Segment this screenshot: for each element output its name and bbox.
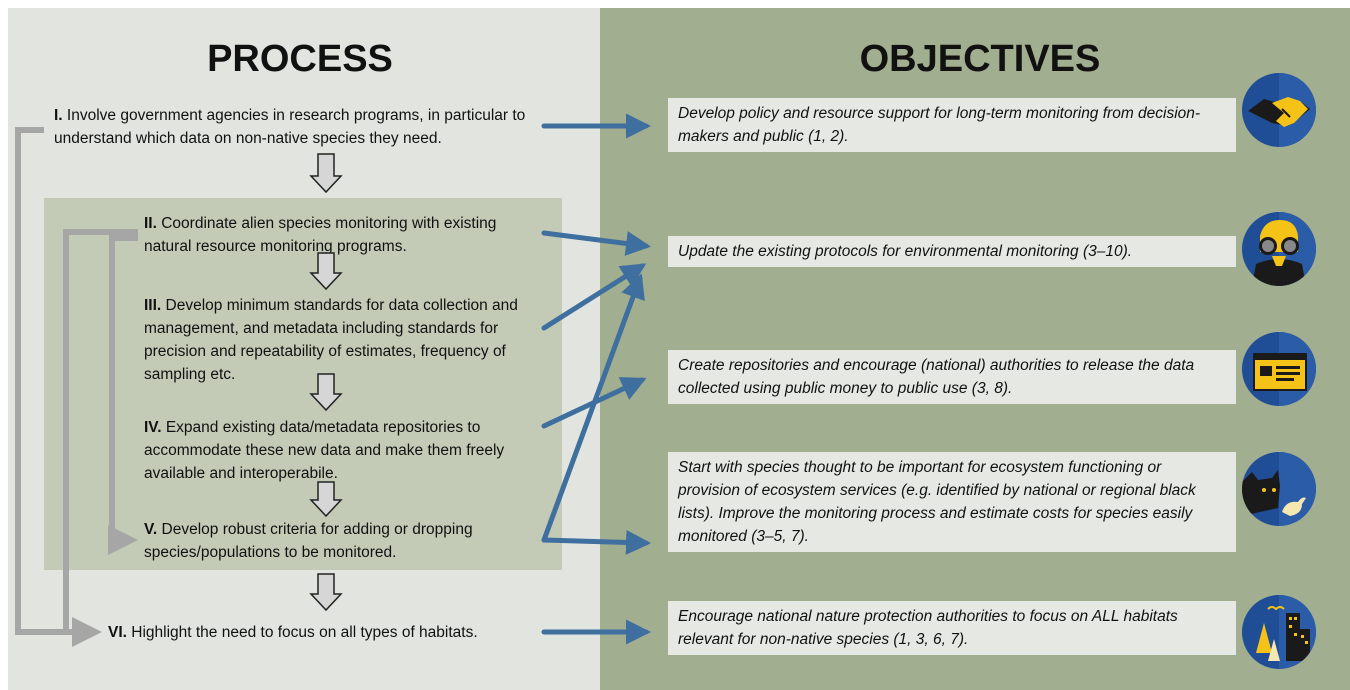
process-step-6: VI. Highlight the need to focus on all t… xyxy=(108,621,548,644)
step-text: Involve government agencies in research … xyxy=(54,107,526,147)
objective-2: Update the existing protocols for enviro… xyxy=(668,236,1236,267)
step-number: III. xyxy=(144,297,162,314)
process-step-5: V. Develop robust criteria for adding or… xyxy=(144,518,544,564)
trees-and-city-icon xyxy=(1242,595,1316,669)
objective-5: Encourage national nature protection aut… xyxy=(668,601,1236,655)
objective-arrow xyxy=(541,273,645,543)
process-step-1: I. Involve government agencies in resear… xyxy=(54,104,544,150)
step-text: Develop minimum standards for data colle… xyxy=(144,297,518,383)
process-step-4: IV. Expand existing data/metadata reposi… xyxy=(144,416,544,485)
objectives-title: OBJECTIVES xyxy=(859,38,1101,80)
step-text: Highlight the need to focus on all types… xyxy=(126,624,478,641)
process-step-2: II. Coordinate alien species monitoring … xyxy=(144,212,544,258)
feedback-connector xyxy=(63,229,138,632)
step-text: Coordinate alien species monitoring with… xyxy=(144,215,497,255)
handshake-icon xyxy=(1242,73,1316,147)
step-text: Develop robust criteria for adding or dr… xyxy=(144,521,473,561)
browser-window-icon xyxy=(1242,332,1316,406)
down-arrow xyxy=(309,481,343,518)
objective-1: Develop policy and resource support for … xyxy=(668,98,1236,152)
step-number: I. xyxy=(54,107,63,124)
researcher-binoculars-icon xyxy=(1242,212,1316,286)
down-arrow xyxy=(309,573,343,612)
step-number: VI. xyxy=(108,624,127,641)
feedback-connector xyxy=(108,235,138,555)
objective-arrow xyxy=(541,230,651,256)
down-arrow xyxy=(309,153,343,194)
cat-and-bird-icon xyxy=(1242,452,1316,526)
objective-arrow xyxy=(541,529,651,555)
process-title: PROCESS xyxy=(207,38,393,80)
down-arrow xyxy=(309,252,343,291)
monitoring-steps-box xyxy=(44,198,562,570)
step-number: II. xyxy=(144,215,157,232)
process-step-3: III. Develop minimum standards for data … xyxy=(144,294,558,386)
feedback-connector xyxy=(15,127,102,647)
step-number: V. xyxy=(144,521,158,538)
step-number: IV. xyxy=(144,419,162,436)
objective-4: Start with species thought to be importa… xyxy=(668,452,1236,552)
down-arrow xyxy=(309,373,343,412)
step-text: Expand existing data/metadata repositori… xyxy=(144,419,505,482)
objective-3: Create repositories and encourage (natio… xyxy=(668,350,1236,404)
